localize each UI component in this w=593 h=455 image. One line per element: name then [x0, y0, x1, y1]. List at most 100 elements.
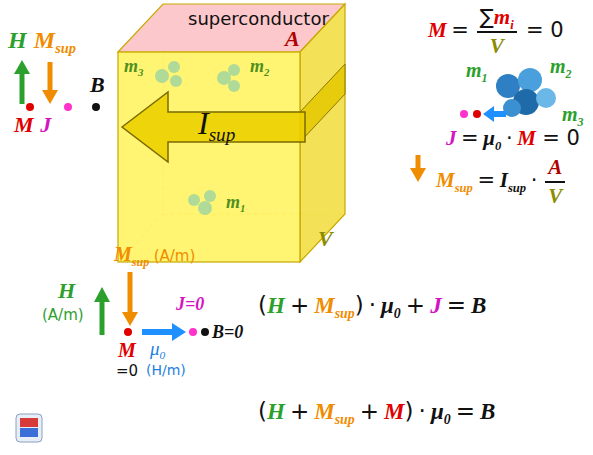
- unit-label: (A/m): [154, 247, 196, 265]
- formula-term: 3: [138, 66, 143, 79]
- formula-term: 0: [444, 412, 451, 429]
- formula-term: B: [90, 72, 105, 98]
- formula-term: M: [314, 398, 334, 426]
- formula-row: Msup=Isup·AV: [436, 156, 568, 208]
- formula-term: ·: [419, 398, 426, 426]
- msup-arrow: [128, 272, 133, 314]
- formula-term: μ: [431, 398, 444, 426]
- formula-term: I: [198, 104, 209, 142]
- formula-row: H: [58, 278, 75, 304]
- formula-term: +: [360, 398, 379, 426]
- formula-row: (H/m): [146, 362, 186, 380]
- formula-term: M: [34, 26, 55, 55]
- formula-term: m: [550, 54, 566, 78]
- formula-term: B=0: [212, 322, 243, 344]
- formula-term: =: [478, 168, 496, 193]
- arrow-head: [42, 90, 58, 104]
- formula-term: ): [355, 292, 364, 320]
- arrow-head: [483, 106, 494, 122]
- formula-term: +: [406, 292, 425, 320]
- formula-row: m2: [250, 56, 269, 78]
- formula-term: m: [466, 58, 482, 82]
- formula-row: J=μ0·M= 0: [446, 126, 580, 151]
- formula-term: M: [314, 292, 334, 320]
- b-dot: [201, 328, 209, 336]
- formula-term: i: [510, 19, 514, 33]
- moment-arrow: [492, 111, 506, 117]
- h-arrow: [100, 300, 105, 335]
- formula-row: m3: [124, 56, 143, 78]
- dimension-symbol: V: [318, 226, 333, 252]
- fraction: AV: [545, 156, 565, 208]
- formula-term: V: [490, 35, 504, 58]
- formula-term: 0: [495, 139, 501, 154]
- logo-icon: [16, 414, 42, 442]
- formula-term: sup: [335, 306, 355, 323]
- formula-term: I: [500, 168, 508, 193]
- cube-side-face: [300, 4, 345, 262]
- formula-term: =: [456, 398, 475, 426]
- formula-term: H: [8, 26, 27, 55]
- formula-term: B: [480, 398, 495, 426]
- formula-row: (A/m): [42, 306, 84, 324]
- formula-term: J: [40, 112, 51, 138]
- formula-row: (H+Msup)·μ0+J=B: [258, 292, 486, 320]
- atom-cluster: [496, 68, 556, 117]
- mu-arrow: [142, 329, 174, 335]
- formula-term: = 0: [526, 18, 564, 43]
- cube-front-face: [118, 52, 300, 262]
- formula-row: B: [90, 72, 105, 98]
- formula-term: M: [517, 126, 536, 151]
- formula-term: M: [428, 18, 447, 43]
- formula-term: 0: [160, 349, 166, 363]
- dimension-symbol: A: [285, 26, 300, 52]
- formula-term: sup: [209, 123, 236, 146]
- material-label: superconductor: [188, 8, 329, 30]
- formula-term: =: [451, 18, 469, 43]
- arrow-head: [94, 287, 110, 302]
- j-dot: [460, 110, 468, 118]
- formula-term: J: [430, 292, 442, 320]
- formula-term: B: [471, 292, 486, 320]
- formula-row: Isup: [198, 104, 235, 142]
- formula-term: sup: [335, 412, 355, 429]
- formula-row: m2: [550, 54, 572, 78]
- formula-row: =0: [116, 362, 138, 380]
- arrow-head: [410, 168, 426, 182]
- formula-term: =: [461, 126, 479, 151]
- formula-term: sup: [132, 255, 149, 269]
- formula-term: M: [118, 338, 136, 362]
- formula-term: ∑: [480, 6, 494, 29]
- formula-term: m: [124, 56, 138, 78]
- formula-term: sup: [455, 181, 473, 196]
- formula-term: sup: [508, 181, 526, 196]
- formula-term: H: [58, 278, 75, 304]
- m-dot: [124, 328, 132, 336]
- formula-term: 0: [394, 306, 401, 323]
- formula-term: μ: [381, 292, 394, 320]
- formula-term: ): [404, 398, 413, 426]
- formula-row: Msup (A/m): [114, 242, 195, 266]
- current-arrow: [122, 92, 305, 162]
- formula-term: M: [384, 398, 404, 426]
- formula-term: m: [494, 6, 510, 29]
- j-dot: [64, 103, 72, 111]
- formula-row: HMsup: [8, 26, 76, 55]
- formula-term: M: [114, 242, 132, 266]
- formula-term: J=0: [176, 294, 204, 316]
- formula-term: ·: [531, 168, 538, 193]
- formula-row: J=0: [176, 294, 204, 316]
- formula-term: 2: [566, 67, 572, 81]
- formula-term: = 0: [542, 126, 580, 151]
- formula-row: M: [118, 338, 136, 362]
- formula-row: B=0: [212, 322, 243, 344]
- formula-term: V: [548, 185, 562, 208]
- formula-term: (: [258, 398, 267, 426]
- formula-row: μ0: [150, 338, 165, 361]
- m-dot: [473, 110, 481, 118]
- msup-arrow: [416, 155, 421, 170]
- formula-term: (H/m): [146, 362, 186, 379]
- formula-term: H: [267, 398, 285, 426]
- formula-row: MJ: [14, 112, 51, 138]
